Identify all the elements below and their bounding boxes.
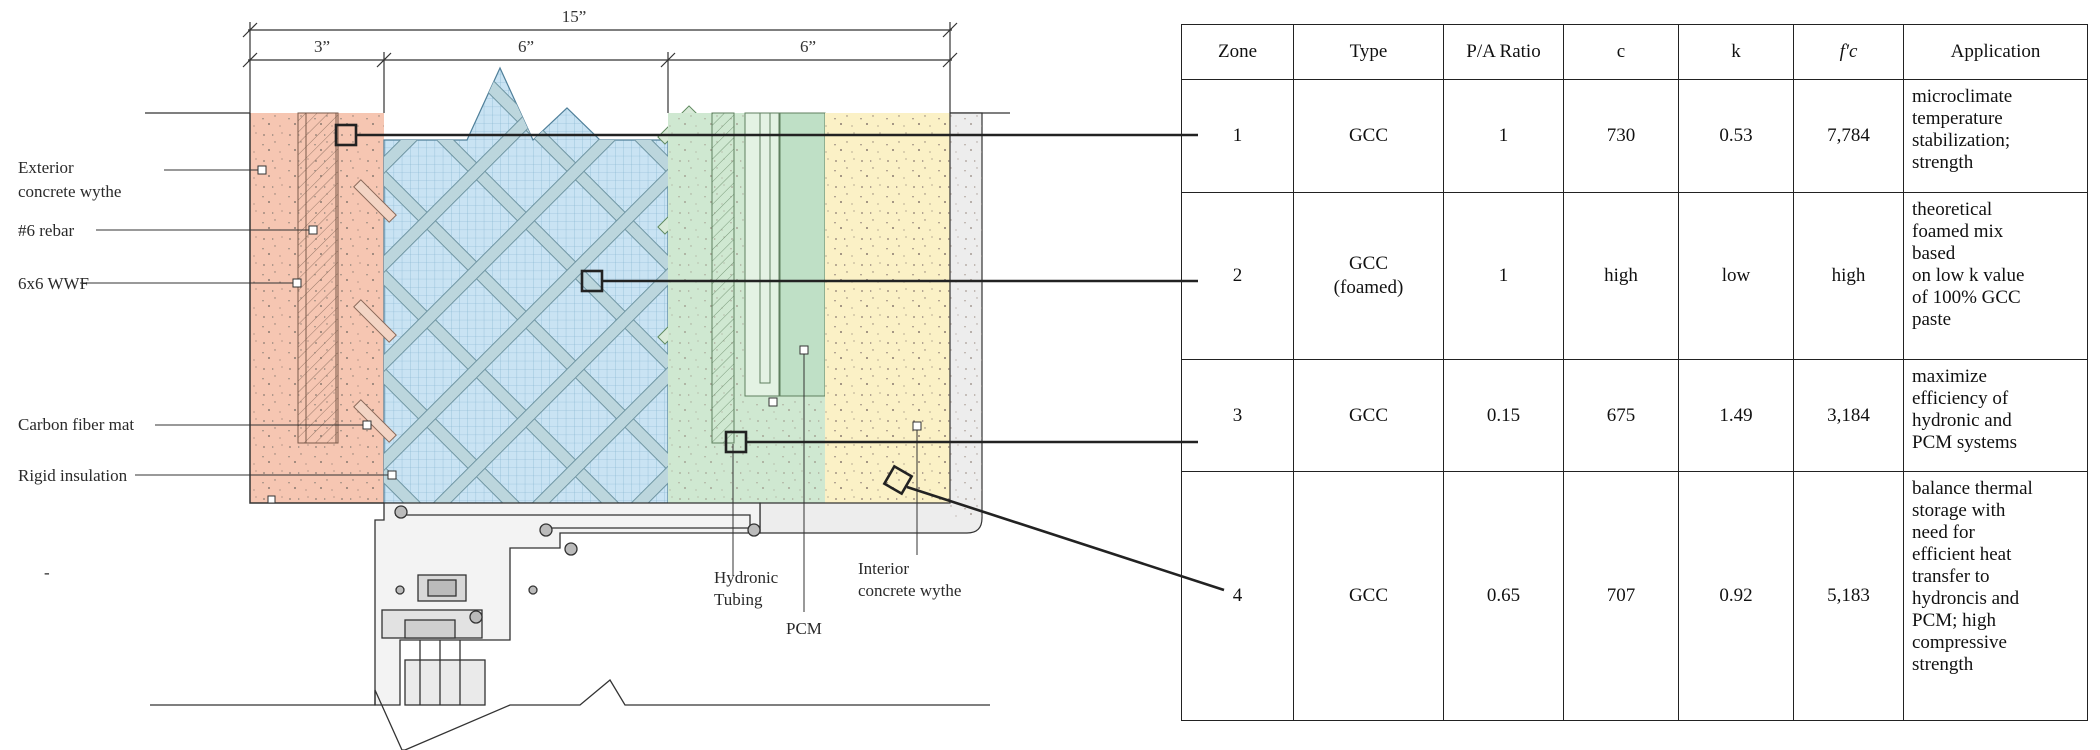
- wwf-outline: [305, 112, 337, 444]
- cell-type: GCC: [1293, 359, 1444, 472]
- label-pcm: PCM: [786, 619, 822, 638]
- header-pa-ratio: P/A Ratio: [1443, 24, 1564, 80]
- table-row: 1 GCC 1 730 0.53 7,784 microclimate temp…: [1181, 79, 2088, 193]
- header-zone: Zone: [1181, 24, 1294, 80]
- header-application: Application: [1903, 24, 2088, 80]
- cell-fc: 5,183: [1793, 471, 1904, 721]
- cell-zone: 2: [1181, 192, 1294, 360]
- zone-leaders: [334, 123, 1225, 592]
- label-rigid-insulation: Rigid insulation: [18, 466, 128, 485]
- left-leader-markers: [257, 165, 397, 480]
- label-dash: -: [44, 563, 50, 582]
- left-leader-lines: [80, 169, 392, 476]
- dim-total: 15”: [562, 7, 587, 26]
- rebar-hatch: [297, 112, 339, 444]
- gray-speckle: [950, 113, 982, 518]
- cell-zone: 3: [1181, 359, 1294, 472]
- dim-right: 6”: [800, 37, 816, 56]
- label-exterior-wythe-2: concrete wythe: [18, 182, 121, 201]
- cell-k: 0.53: [1678, 79, 1794, 193]
- cell-c: 675: [1563, 359, 1679, 472]
- cell-fc: 7,784: [1793, 79, 1904, 193]
- header-fc: f'c: [1793, 24, 1904, 80]
- label-interior-wythe-2: concrete wythe: [858, 581, 961, 600]
- bottom-leader-markers: [768, 345, 922, 431]
- dim-middle: 6”: [518, 37, 534, 56]
- cell-pa: 1: [1443, 79, 1564, 193]
- cell-type: GCC (foamed): [1293, 192, 1444, 360]
- cell-zone: 4: [1181, 471, 1294, 721]
- cell-c: 707: [1563, 471, 1679, 721]
- cell-c: high: [1563, 192, 1679, 360]
- table-header-row: Zone Type P/A Ratio c k f'c Application: [1181, 24, 2088, 80]
- cell-application: balance thermal storage with need for ef…: [1903, 471, 2088, 721]
- pcm-panel: [779, 112, 826, 397]
- label-hydronic-2: Tubing: [714, 590, 763, 609]
- cell-zone: 1: [1181, 79, 1294, 193]
- table-row: 3 GCC 0.15 675 1.49 3,184 maximize effic…: [1181, 359, 2088, 472]
- header-k: k: [1678, 24, 1794, 80]
- cell-fc: 3,184: [1793, 359, 1904, 472]
- window-frame: [374, 502, 761, 706]
- lattice-stubs-exterior: [353, 179, 397, 443]
- cell-application: microclimate temperature stabilization; …: [1903, 79, 2088, 193]
- pcm-rebar-hatch: [711, 112, 735, 444]
- table-row: 2 GCC (foamed) 1 high low high theoretic…: [1181, 192, 2088, 360]
- insulation-grid: [384, 68, 668, 503]
- table-row: 4 GCC 0.65 707 0.92 5,183 balance therma…: [1181, 471, 2088, 721]
- label-exterior-wythe-1: Exterior: [18, 158, 74, 177]
- cell-application: maximize efficiency of hydronic and PCM …: [1903, 359, 2088, 472]
- weep-detail: [267, 495, 276, 504]
- header-c: c: [1563, 24, 1679, 80]
- label-wwf: 6x6 WWF: [18, 274, 89, 293]
- wall-outline: [249, 113, 384, 504]
- cell-c: 730: [1563, 79, 1679, 193]
- zone-4-marker: [882, 464, 914, 496]
- zone-properties-table: Zone Type P/A Ratio c k f'c Application …: [1181, 24, 2088, 721]
- bottom-profile-line: [150, 679, 990, 750]
- cell-pa: 0.65: [1443, 471, 1564, 721]
- cell-pa: 1: [1443, 192, 1564, 360]
- label-carbon-fiber: Carbon fiber mat: [18, 415, 134, 434]
- cell-application: theoretical foamed mix based on low k va…: [1903, 192, 2088, 360]
- cell-pa: 0.15: [1443, 359, 1564, 472]
- carbon-fiber-lattice: [384, 68, 668, 503]
- dimension-lines: [242, 22, 958, 113]
- interior-wythe-speckle: [825, 113, 950, 503]
- label-rebar: #6 rebar: [18, 221, 75, 240]
- label-interior-wythe-1: Interior: [858, 559, 909, 578]
- cell-type: GCC: [1293, 471, 1444, 721]
- dim-left: 3”: [314, 37, 330, 56]
- cell-type: GCC: [1293, 79, 1444, 193]
- cell-fc: high: [1793, 192, 1904, 360]
- cell-k: low: [1678, 192, 1794, 360]
- cell-k: 1.49: [1678, 359, 1794, 472]
- cell-k: 0.92: [1678, 471, 1794, 721]
- label-hydronic-1: Hydronic: [714, 568, 779, 587]
- hydronic-line: [759, 112, 771, 384]
- header-type: Type: [1293, 24, 1444, 80]
- hydronic-tube-outline: [744, 112, 780, 397]
